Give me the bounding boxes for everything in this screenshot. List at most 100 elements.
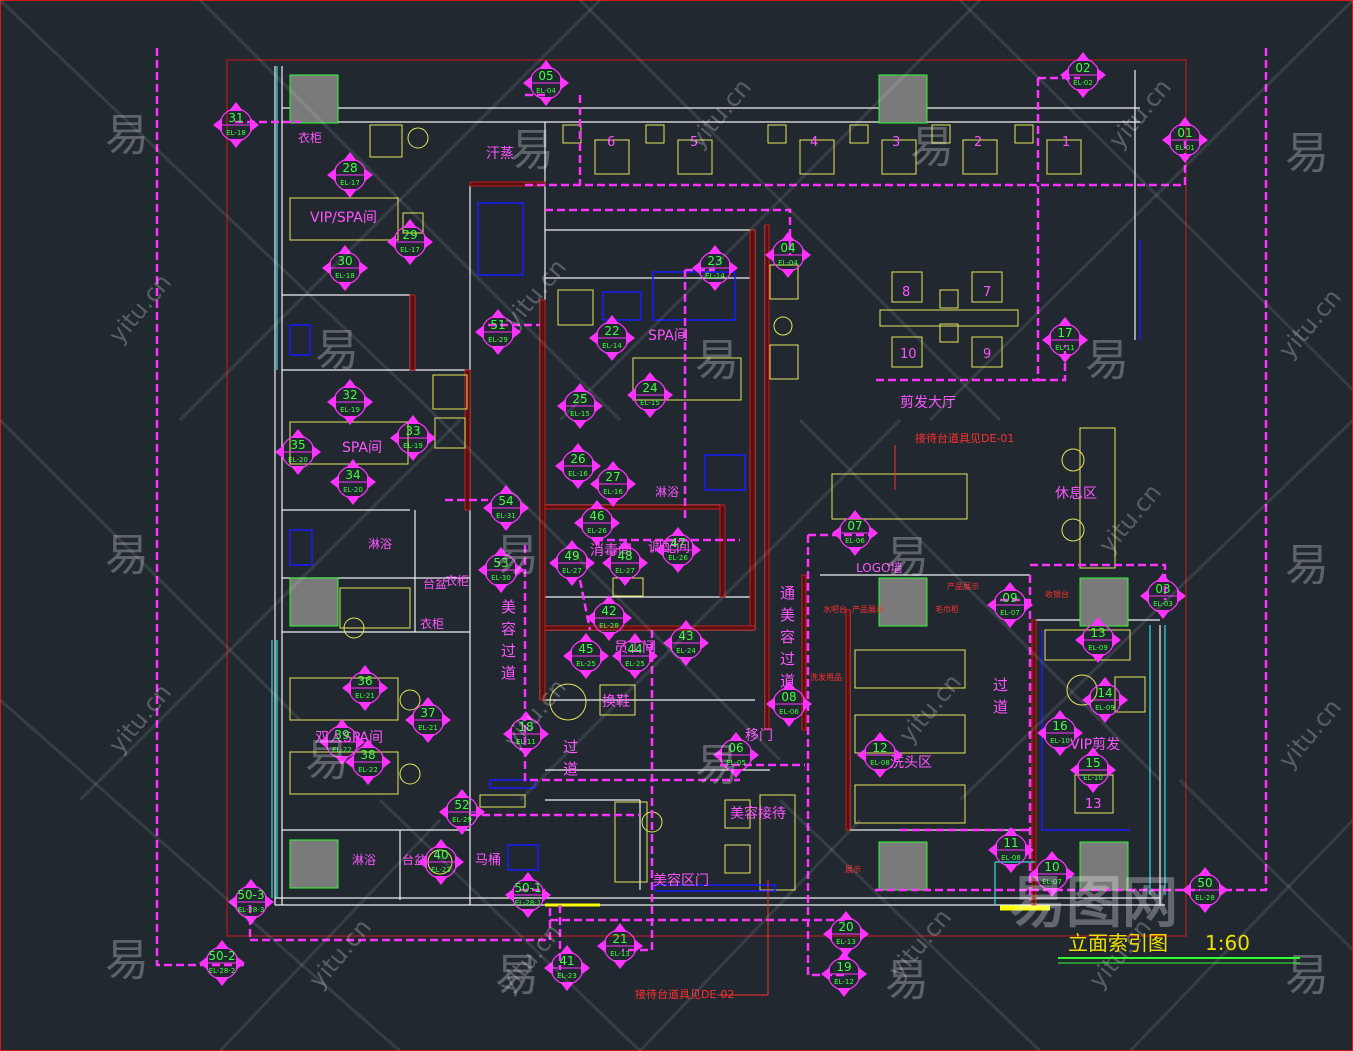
watermark-glyph: 易 bbox=[695, 740, 739, 791]
room-label-wash: 洗头区 bbox=[890, 755, 932, 771]
room-label-beauty-door: 美容区门 bbox=[653, 872, 709, 889]
marker-number: 37 bbox=[420, 706, 435, 720]
marker-number: 16 bbox=[1052, 719, 1067, 733]
marker-number: 53 bbox=[493, 556, 508, 570]
marker-ref: EL-27 bbox=[562, 567, 582, 575]
watermark-line bbox=[78, 418, 462, 802]
small-label-product2: 产品展示 bbox=[947, 581, 979, 591]
marker-ref: EL-04 bbox=[536, 87, 556, 95]
small-label-products: 产品展示 bbox=[852, 604, 884, 614]
seat-number: 3 bbox=[892, 135, 900, 150]
marker-ref: EL-04 bbox=[778, 259, 798, 267]
marker-number: 11 bbox=[1003, 836, 1018, 850]
elevation-marker: 50-3EL-28-3 bbox=[228, 879, 274, 925]
marker-number: 12 bbox=[872, 741, 887, 755]
watermark-line bbox=[0, 698, 401, 1051]
marker-ref: EL-10 bbox=[1050, 737, 1070, 745]
label-passage-1: 过道 bbox=[563, 738, 578, 778]
watermark-glyph: 易 bbox=[315, 325, 359, 376]
room-label-shower3: 淋浴 bbox=[655, 485, 679, 499]
marker-number: 49 bbox=[564, 549, 579, 563]
wall-hatching bbox=[409, 181, 1037, 906]
marker-number: 36 bbox=[357, 674, 372, 688]
marker-ref: EL-14 bbox=[602, 342, 622, 350]
marker-ref: EL-10 bbox=[1083, 774, 1103, 782]
room-label-sauna: 汗蒸 bbox=[486, 146, 514, 162]
seat-number: 6 bbox=[607, 135, 615, 150]
marker-number: 09 bbox=[1002, 591, 1017, 605]
marker-ref: EL-22 bbox=[332, 746, 352, 754]
marker-number: 07 bbox=[847, 519, 862, 533]
seat-number: 9 bbox=[983, 347, 991, 362]
room-label-wardrobe2: 衣柜 bbox=[420, 616, 444, 631]
watermark-glyph: 易 bbox=[510, 125, 554, 176]
marker-ref: EL-31 bbox=[496, 512, 516, 520]
marker-ref: EL-19 bbox=[340, 406, 360, 414]
marker-number: 10 bbox=[1044, 860, 1059, 874]
room-label-vip-spa: VIP/SPA间 bbox=[310, 210, 377, 226]
marker-ref: EL-09 bbox=[1088, 644, 1108, 652]
marker-ref: EL-27 bbox=[615, 567, 635, 575]
elevation-marker: 43EL-24 bbox=[663, 620, 709, 666]
marker-ref: EL-28 bbox=[599, 622, 619, 630]
marker-ref: EL-13 bbox=[610, 950, 630, 958]
marker-number: 40 bbox=[433, 848, 448, 862]
scale-text: 1:60 bbox=[1205, 931, 1250, 955]
watermark-logo: 易图网 bbox=[1010, 871, 1178, 936]
marker-number: 08 bbox=[781, 690, 796, 704]
watermark-line bbox=[418, 398, 782, 762]
marker-ref: EL-21 bbox=[418, 724, 438, 732]
watermark-glyph: 易 bbox=[1085, 335, 1129, 386]
label-passage-2: 过道 bbox=[993, 676, 1008, 716]
marker-number: 18 bbox=[518, 720, 533, 734]
marker-ref: EL-06 bbox=[845, 537, 865, 545]
marker-ref: EL-29 bbox=[452, 816, 472, 824]
marker-number: 01 bbox=[1177, 126, 1192, 140]
marker-number: 47 bbox=[670, 536, 685, 550]
marker-number: 35 bbox=[290, 438, 305, 452]
drawing-title: 立面索引图 1:60 bbox=[1058, 931, 1300, 964]
seat-number: 7 bbox=[983, 285, 991, 300]
drawing-border bbox=[226, 59, 1187, 937]
watermark-domain: yitu.cn bbox=[498, 253, 572, 333]
marker-number: 34 bbox=[345, 468, 360, 482]
room-label-shower1: 淋浴 bbox=[368, 537, 392, 551]
watermark-line bbox=[928, 0, 1353, 422]
marker-ref: EL-12 bbox=[834, 978, 854, 986]
marker-number: 42 bbox=[601, 604, 616, 618]
watermark-glyph: 易 bbox=[305, 735, 349, 786]
marker-ref: EL-02 bbox=[1073, 79, 1093, 87]
watermark-glyph: 易 bbox=[695, 335, 739, 386]
marker-number: 20 bbox=[838, 920, 853, 934]
marker-number: 30 bbox=[337, 254, 352, 268]
watermark-line bbox=[638, 818, 862, 1051]
